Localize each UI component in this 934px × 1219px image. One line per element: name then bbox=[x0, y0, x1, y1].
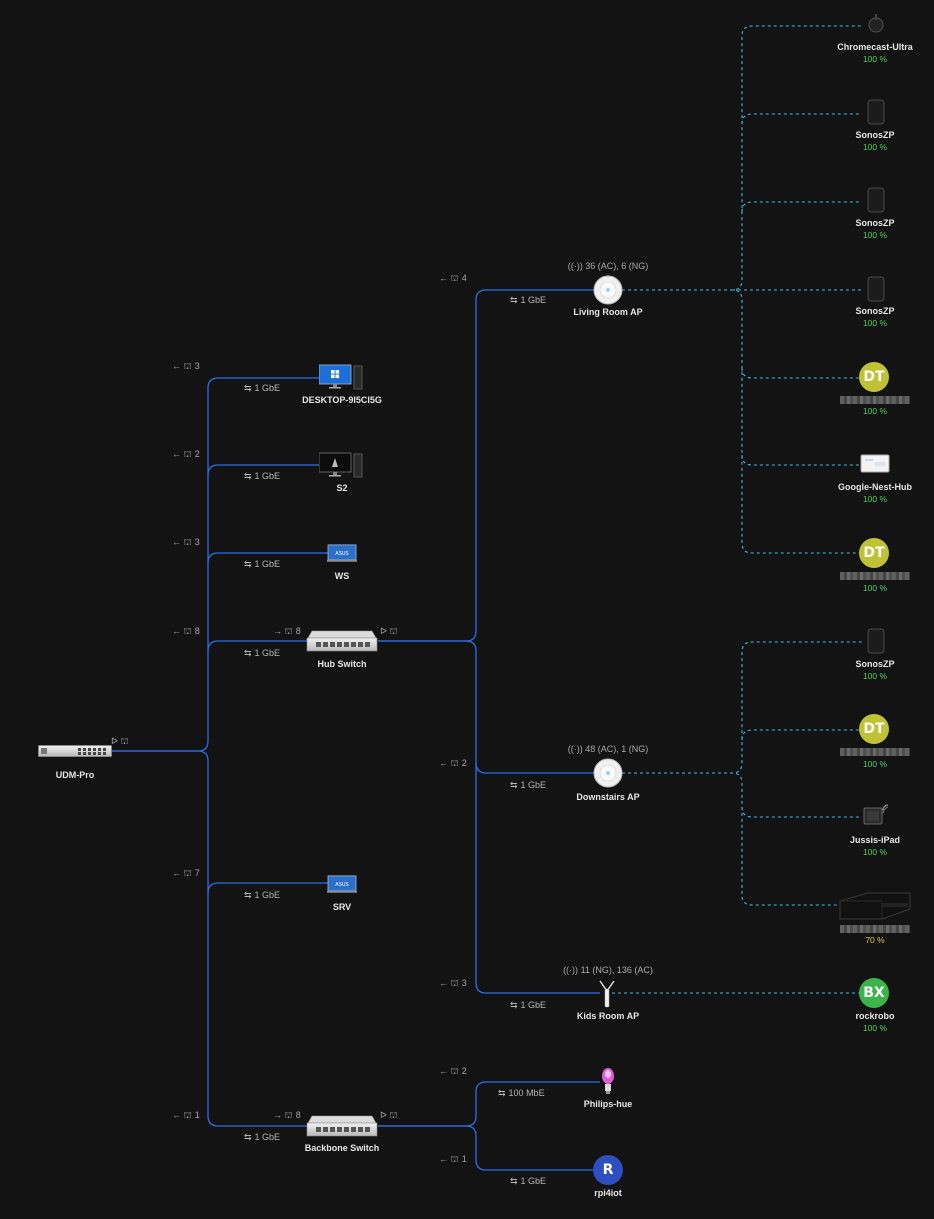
client-signal: 100 % bbox=[862, 230, 888, 240]
port-indicator: ← ⛫1 bbox=[439, 1154, 467, 1164]
nest-hub-icon[interactable] bbox=[860, 454, 890, 474]
access-point-icon[interactable] bbox=[593, 758, 623, 788]
device-label[interactable]: Kids Room AP bbox=[576, 1011, 640, 1021]
redacted-client-name bbox=[840, 572, 910, 580]
client-signal: 100 % bbox=[862, 759, 888, 769]
mesh-access-point-icon[interactable] bbox=[598, 979, 616, 1009]
client-name[interactable]: SonosZP bbox=[855, 659, 895, 669]
linux-desktop-icon[interactable] bbox=[319, 452, 363, 478]
link-speed: ⇆1 GbE bbox=[244, 383, 281, 393]
link-speed: ⇆1 GbE bbox=[510, 780, 547, 790]
device-label[interactable]: S2 bbox=[336, 483, 348, 493]
port-indicator: ← ⛫3 bbox=[439, 978, 467, 988]
switch-uplink-port: → ⛫8 bbox=[273, 626, 301, 636]
access-point-icon[interactable] bbox=[593, 275, 623, 305]
client-name[interactable]: Google-Nest-Hub bbox=[838, 482, 912, 492]
sonos-speaker-icon[interactable] bbox=[867, 99, 885, 125]
udm-pro-device-icon[interactable] bbox=[38, 742, 112, 760]
port-indicator: ← ⛫4 bbox=[439, 273, 467, 283]
device-label[interactable]: WS bbox=[334, 571, 350, 581]
sonos-speaker-icon[interactable] bbox=[867, 276, 885, 302]
device-label[interactable]: Downstairs AP bbox=[576, 792, 640, 802]
port-indicator: ← ⛫7 bbox=[172, 868, 200, 878]
client-avatar[interactable]: DT bbox=[859, 362, 889, 392]
sonos-speaker-icon[interactable] bbox=[867, 628, 885, 654]
client-avatar[interactable]: DT bbox=[859, 538, 889, 568]
ipad-icon[interactable] bbox=[862, 802, 890, 826]
client-signal: 100 % bbox=[862, 671, 888, 681]
link-speed: ⇆1 GbE bbox=[244, 890, 281, 900]
client-name[interactable]: SonosZP bbox=[855, 218, 895, 228]
client-signal: 100 % bbox=[862, 494, 888, 504]
ap-channel-info: ((·)) 48 (AC), 1 (NG) bbox=[567, 744, 649, 754]
client-avatar[interactable]: R bbox=[593, 1155, 623, 1185]
client-signal: 100 % bbox=[862, 1023, 888, 1033]
client-signal: 70 % bbox=[865, 935, 885, 945]
asus-laptop-icon[interactable]: ASUS bbox=[327, 875, 357, 893]
port-indicator: ← ⛫1 bbox=[172, 1110, 200, 1120]
client-name[interactable]: SonosZP bbox=[855, 130, 895, 140]
svg-text:ASUS: ASUS bbox=[335, 882, 348, 888]
client-name[interactable]: rockrobo bbox=[855, 1011, 895, 1021]
ap-channel-info: ((·)) 36 (AC), 6 (NG) bbox=[567, 261, 649, 271]
link-speed: ⇆100 MbE bbox=[498, 1088, 545, 1098]
wifi-icon: ((·)) bbox=[567, 744, 583, 754]
client-signal: 100 % bbox=[862, 318, 888, 328]
device-label[interactable]: Hub Switch bbox=[317, 659, 367, 669]
client-signal: 100 % bbox=[862, 847, 888, 857]
redacted-client-name bbox=[840, 748, 910, 756]
gateway-port-icon: ᐅ ⛫ bbox=[111, 736, 129, 746]
svg-text:ASUS: ASUS bbox=[335, 551, 348, 557]
client-signal: 100 % bbox=[862, 54, 888, 64]
client-name[interactable]: Jussis-iPad bbox=[849, 835, 901, 845]
link-speed: ⇆1 GbE bbox=[510, 1000, 547, 1010]
playstation-icon[interactable] bbox=[838, 891, 912, 921]
device-label[interactable]: rpi4iot bbox=[594, 1188, 622, 1198]
link-speed: ⇆1 GbE bbox=[510, 1176, 547, 1186]
port-indicator: ← ⛫2 bbox=[439, 758, 467, 768]
device-label[interactable]: Living Room AP bbox=[573, 307, 643, 317]
port-indicator: ← ⛫3 bbox=[172, 537, 200, 547]
port-indicator: ← ⛫8 bbox=[172, 626, 200, 636]
client-avatar[interactable]: BX bbox=[859, 978, 889, 1008]
ap-channel-info: ((·)) 11 (NG), 136 (AC) bbox=[563, 965, 653, 975]
switch-uplink-port: → ⛫8 bbox=[273, 1110, 301, 1120]
link-speed: ⇆1 GbE bbox=[244, 1132, 281, 1142]
windows-desktop-icon[interactable] bbox=[319, 364, 363, 390]
device-label[interactable]: Philips-hue bbox=[583, 1099, 633, 1109]
switch-port-icon: ᐅ ⛫ bbox=[380, 626, 398, 636]
gateway-label[interactable]: UDM-Pro bbox=[55, 770, 95, 780]
port-indicator: ← ⛫2 bbox=[439, 1066, 467, 1076]
asus-laptop-icon[interactable]: ASUS bbox=[327, 544, 357, 562]
link-speed: ⇆1 GbE bbox=[510, 295, 547, 305]
wifi-icon: ((·)) bbox=[567, 261, 583, 271]
client-signal: 100 % bbox=[862, 583, 888, 593]
switch-device-icon[interactable] bbox=[306, 630, 378, 652]
client-signal: 100 % bbox=[862, 406, 888, 416]
client-name[interactable]: SonosZP bbox=[855, 306, 895, 316]
client-signal: 100 % bbox=[862, 142, 888, 152]
port-indicator: ← ⛫3 bbox=[172, 361, 200, 371]
link-speed: ⇆1 GbE bbox=[244, 559, 281, 569]
switch-port-icon: ᐅ ⛫ bbox=[380, 1110, 398, 1120]
client-avatar[interactable]: DT bbox=[859, 714, 889, 744]
device-label[interactable]: Backbone Switch bbox=[304, 1143, 380, 1153]
switch-device-icon[interactable] bbox=[306, 1115, 378, 1137]
client-name[interactable]: Chromecast-Ultra bbox=[837, 42, 913, 52]
port-indicator: ← ⛫2 bbox=[172, 449, 200, 459]
chromecast-icon[interactable] bbox=[867, 14, 885, 34]
sonos-speaker-icon[interactable] bbox=[867, 187, 885, 213]
device-label[interactable]: DESKTOP-9I5CI5G bbox=[302, 395, 382, 405]
hue-bulb-icon[interactable] bbox=[600, 1067, 616, 1095]
redacted-client-name bbox=[840, 396, 910, 404]
link-speed: ⇆1 GbE bbox=[244, 471, 281, 481]
device-label[interactable]: SRV bbox=[332, 902, 352, 912]
link-speed: ⇆1 GbE bbox=[244, 648, 281, 658]
wifi-icon: ((·)) bbox=[563, 965, 579, 975]
redacted-client-name bbox=[840, 925, 910, 933]
